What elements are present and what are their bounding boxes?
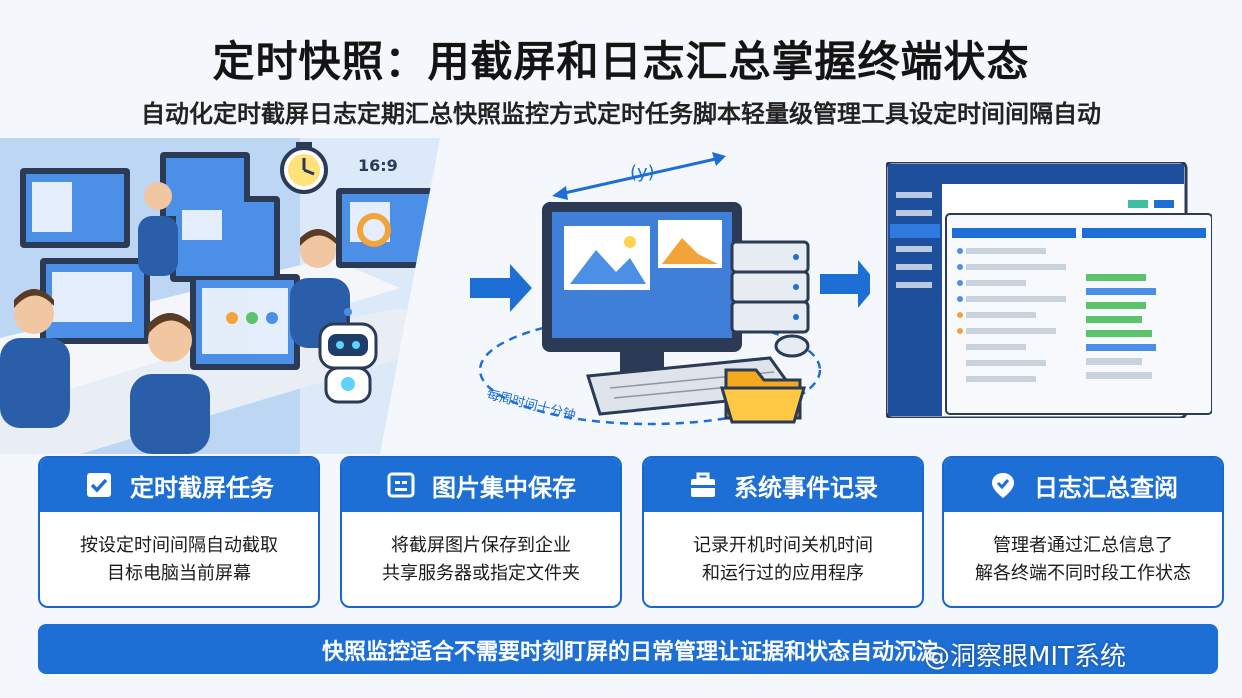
feature-card-line: 解各终端不同时段工作状态 bbox=[975, 563, 1191, 584]
feature-card-header: 日志汇总查阅 bbox=[944, 458, 1222, 512]
dashboard-illustration bbox=[884, 160, 1213, 420]
feature-card-title: 图片集中保存 bbox=[432, 473, 576, 502]
feature-card-header: 定时截屏任务 bbox=[40, 458, 318, 512]
computer-scene bbox=[462, 152, 878, 426]
image-storage-icon bbox=[386, 470, 416, 500]
arrow-right-icon bbox=[462, 264, 532, 312]
feature-card-line: 将截屏图片保存到企业 bbox=[391, 535, 571, 556]
feature-card-body: 管理者通过汇总信息了 解各终端不同时段工作状态 bbox=[944, 512, 1222, 606]
feature-card-screenshot-task: 定时截屏任务 按设定时间间隔自动截取 目标电脑当前屏幕 bbox=[38, 456, 320, 608]
feature-card-body: 按设定时间间隔自动截取 目标电脑当前屏幕 bbox=[40, 512, 318, 606]
computer-illustration: (y) 每周时间十分钟 bbox=[462, 138, 878, 454]
feature-card-body: 将截屏图片保存到企业 共享服务器或指定文件夹 bbox=[342, 512, 620, 606]
arrow-right-icon-2 bbox=[820, 260, 878, 308]
page-title: 定时快照：用截屏和日志汇总掌握终端状态 bbox=[212, 37, 1030, 86]
feature-card-header: 系统事件记录 bbox=[644, 458, 922, 512]
footer-text: 快照监控适合不需要时刻盯屏的日常管理让证据和状态自动沉淀 bbox=[322, 640, 939, 665]
watermark: @洞察眼MIT系统 bbox=[924, 642, 1126, 672]
checklist-icon bbox=[84, 470, 114, 500]
feature-card-body: 记录开机时间关机时间 和运行过的应用程序 bbox=[644, 512, 922, 606]
feature-card-line: 目标电脑当前屏幕 bbox=[107, 563, 251, 584]
dashboard-scene bbox=[884, 160, 1213, 420]
feature-card-title: 定时截屏任务 bbox=[130, 473, 274, 502]
briefcase-icon bbox=[688, 470, 718, 500]
feature-card-line: 管理者通过汇总信息了 bbox=[993, 535, 1173, 556]
feature-card-title: 系统事件记录 bbox=[734, 473, 878, 502]
feature-card-line: 和运行过的应用程序 bbox=[702, 563, 864, 584]
feature-card-line: 按设定时间间隔自动截取 bbox=[80, 535, 278, 556]
feature-card-line: 记录开机时间关机时间 bbox=[693, 535, 873, 556]
cycle-icon-label: (y) bbox=[630, 162, 655, 183]
location-pin-icon bbox=[988, 470, 1018, 500]
feature-card-image-storage: 图片集中保存 将截屏图片保存到企业 共享服务器或指定文件夹 bbox=[340, 456, 622, 608]
office-scene bbox=[0, 138, 470, 454]
feature-card-header: 图片集中保存 bbox=[342, 458, 620, 512]
hero-illustration: 16:9 bbox=[0, 138, 1242, 454]
feature-card-title: 日志汇总查阅 bbox=[1034, 473, 1178, 502]
ratio-label: 16:9 bbox=[358, 156, 398, 175]
page-subtitle: 自动化定时截屏日志定期汇总快照监控方式定时任务脚本轻量级管理工具设定时间间隔自动 bbox=[141, 100, 1101, 128]
feature-card-event-log: 系统事件记录 记录开机时间关机时间 和运行过的应用程序 bbox=[642, 456, 924, 608]
feature-card-line: 共享服务器或指定文件夹 bbox=[382, 563, 580, 584]
footer-banner: 快照监控适合不需要时刻盯屏的日常管理让证据和状态自动沉淀 bbox=[38, 624, 1218, 674]
feature-card-log-summary: 日志汇总查阅 管理者通过汇总信息了 解各终端不同时段工作状态 bbox=[942, 456, 1224, 608]
office-illustration: 16:9 bbox=[0, 138, 470, 454]
